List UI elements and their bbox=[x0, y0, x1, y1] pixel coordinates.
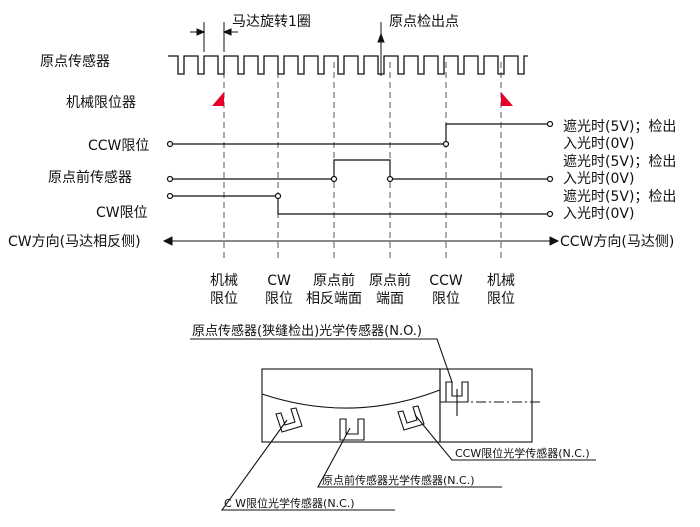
ccw-sensor-shape bbox=[397, 405, 425, 431]
col-mech-right-1: 机械 bbox=[487, 273, 515, 289]
cw-sensor-label: C W限位光学传感器(N.C.) bbox=[224, 496, 355, 510]
origin-sensor-label: 原点传感器(狭缝检出)光学传感器(N.O.) bbox=[192, 323, 422, 339]
cw-limit-signal bbox=[166, 192, 554, 218]
col-mech-left-2: 限位 bbox=[210, 291, 238, 307]
col-ccw-1: CCW bbox=[429, 273, 463, 289]
col-front-end-2: 端面 bbox=[376, 291, 404, 307]
note-cw-line1: 遮光时(5V)；检出 bbox=[563, 189, 676, 205]
curved-track bbox=[261, 389, 441, 409]
note-front-line1: 遮光时(5V)；检出 bbox=[563, 154, 676, 170]
col-mech-right-2: 限位 bbox=[487, 291, 515, 307]
cw-sensor-shape bbox=[275, 407, 303, 433]
front-origin-signal bbox=[166, 159, 554, 183]
note-cw-line2: 入光时(0V) bbox=[563, 206, 634, 222]
col-cw-2: 限位 bbox=[265, 291, 293, 307]
column-labels: 机械 限位 CW 限位 原点前 相反端面 原点前 端面 CCW 限位 机械 限位 bbox=[210, 272, 515, 307]
mech-limit-flag-right bbox=[501, 92, 513, 106]
ccw-limit-signal bbox=[166, 120, 554, 148]
col-cw-1: CW bbox=[267, 273, 291, 289]
col-front-end-1: 原点前 bbox=[369, 272, 411, 289]
origin-point-label: 原点检出点 bbox=[389, 14, 459, 30]
slider-strip bbox=[439, 368, 533, 443]
direction-right-label: CCW方向(马达侧) bbox=[560, 234, 674, 250]
device-drawing bbox=[190, 338, 596, 511]
mech-limit-flag-left bbox=[212, 92, 224, 106]
origin-point-arrow bbox=[377, 22, 385, 76]
note-ccw-line2: 入光时(0V) bbox=[563, 136, 634, 152]
motor-turn-dimension bbox=[190, 22, 238, 52]
col-ccw-2: 限位 bbox=[432, 291, 460, 307]
row-label-origin-sensor: 原点传感器 bbox=[40, 53, 110, 70]
row-label-ccw-limit: CCW限位 bbox=[88, 138, 149, 154]
ccw-leader bbox=[414, 414, 596, 461]
origin-leader bbox=[190, 338, 453, 383]
cw-leader bbox=[220, 419, 395, 511]
col-front-opp-2: 相反端面 bbox=[306, 291, 362, 307]
front-leader bbox=[317, 427, 502, 488]
row-label-front-origin: 原点前传感器 bbox=[48, 169, 132, 186]
ccw-sensor-label: CCW限位光学传感器(N.C.) bbox=[455, 446, 590, 460]
origin-sensor-shape bbox=[445, 381, 469, 416]
row-label-mech-limit: 机械限位器 bbox=[66, 95, 136, 111]
direction-axis bbox=[162, 236, 560, 246]
front-origin-sensor-shape bbox=[339, 418, 365, 441]
row-label-cw-limit: CW限位 bbox=[96, 205, 148, 221]
origin-sensor-pulse-train bbox=[168, 55, 528, 75]
device-body bbox=[261, 368, 441, 443]
motor-turn-label: 马达旋转1圈 bbox=[232, 14, 311, 30]
note-ccw-line1: 遮光时(5V)；检出 bbox=[563, 119, 676, 135]
col-front-opp-1: 原点前 bbox=[313, 272, 355, 289]
note-front-line2: 入光时(0V) bbox=[563, 171, 634, 187]
guide-lines bbox=[223, 62, 502, 262]
col-mech-left-1: 机械 bbox=[210, 273, 238, 289]
right-notes: 遮光时(5V)；检出 入光时(0V) 遮光时(5V)；检出 入光时(0V) 遮光… bbox=[563, 119, 676, 222]
direction-left-label: CW方向(马达相反侧) bbox=[8, 234, 141, 250]
front-sensor-label: 原点前传感器光学传感器(N.C.) bbox=[322, 473, 475, 487]
